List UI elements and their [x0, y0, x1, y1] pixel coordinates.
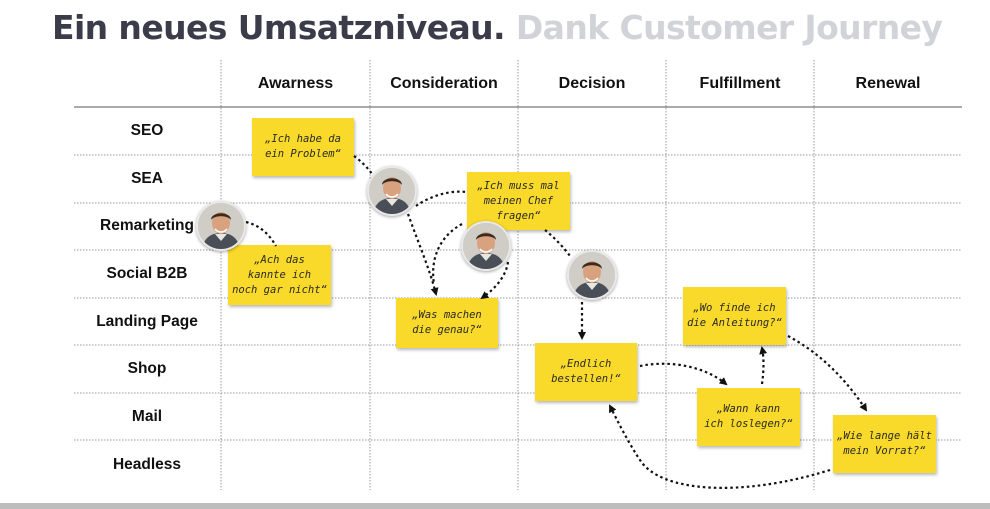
avatar-customer-consideration [461, 221, 511, 271]
arrow-chef-loop [432, 223, 463, 285]
avatar-customer-sea [367, 166, 417, 216]
title-main: Ein neues Umsatzniveau. [52, 8, 506, 47]
title-sub: Dank Customer Journey [515, 8, 943, 47]
row-header-landing-page: Landing Page [96, 313, 198, 330]
row-header-social-b2b: Social B2B [106, 265, 188, 282]
arrow-avatar1-to-gar-nicht [245, 220, 277, 247]
row-header-headless: Headless [112, 456, 182, 473]
sticky-note-gar-nicht: „Ach das kannte ich noch gar nicht“ [228, 245, 331, 305]
bottom-divider [0, 503, 990, 509]
sticky-note-chef: „Ich muss mal meinen Chef fragen“ [467, 172, 570, 230]
avatar-customer-decision [567, 250, 617, 300]
arrow-avatar2-to-chef [415, 190, 467, 207]
col-header-decision: Decision [558, 75, 626, 92]
sticky-note-loslegen: „Wann kann ich loslegen?“ [697, 388, 800, 446]
avatar-customer-remarketing [196, 201, 246, 251]
row-header-remarketing: Remarketing [100, 217, 194, 234]
sticky-note-problem: „Ich habe da ein Problem“ [252, 118, 354, 176]
col-header-fulfillment: Fulfillment [699, 75, 781, 92]
sticky-note-anleitung: „Wo finde ich die Anleitung?“ [683, 287, 786, 345]
row-header-seo: SEO [130, 122, 164, 139]
row-header-mail: Mail [131, 408, 163, 425]
page-title: Ein neues Umsatzniveau. Dank Customer Jo… [52, 6, 943, 50]
sticky-note-vorrat: „Wie lange hält mein Vorrat?“ [833, 415, 936, 473]
arrow-avatar2-to-was-machen [406, 213, 439, 296]
sticky-note-was-machen: „Was machen die genau?“ [396, 298, 498, 348]
sticky-note-bestellen: „Endlich bestellen!“ [535, 343, 637, 401]
col-header-awarness: Awarness [257, 75, 334, 92]
row-header-sea: SEA [131, 170, 163, 187]
arrow-bestellen-to-loslegen [639, 362, 728, 386]
col-header-renewal: Renewal [855, 75, 921, 92]
row-header-shop: Shop [127, 360, 167, 377]
arrow-vorrat-to-bestellen [609, 404, 831, 489]
arrow-loslegen-to-anleitung [759, 346, 768, 385]
arrow-anleitung-to-vorrat [787, 335, 868, 412]
arrow-problem-to-avatar2 [353, 155, 373, 175]
col-header-consideration: Consideration [390, 75, 498, 92]
arrow-chef-to-avatar4 [544, 229, 571, 257]
